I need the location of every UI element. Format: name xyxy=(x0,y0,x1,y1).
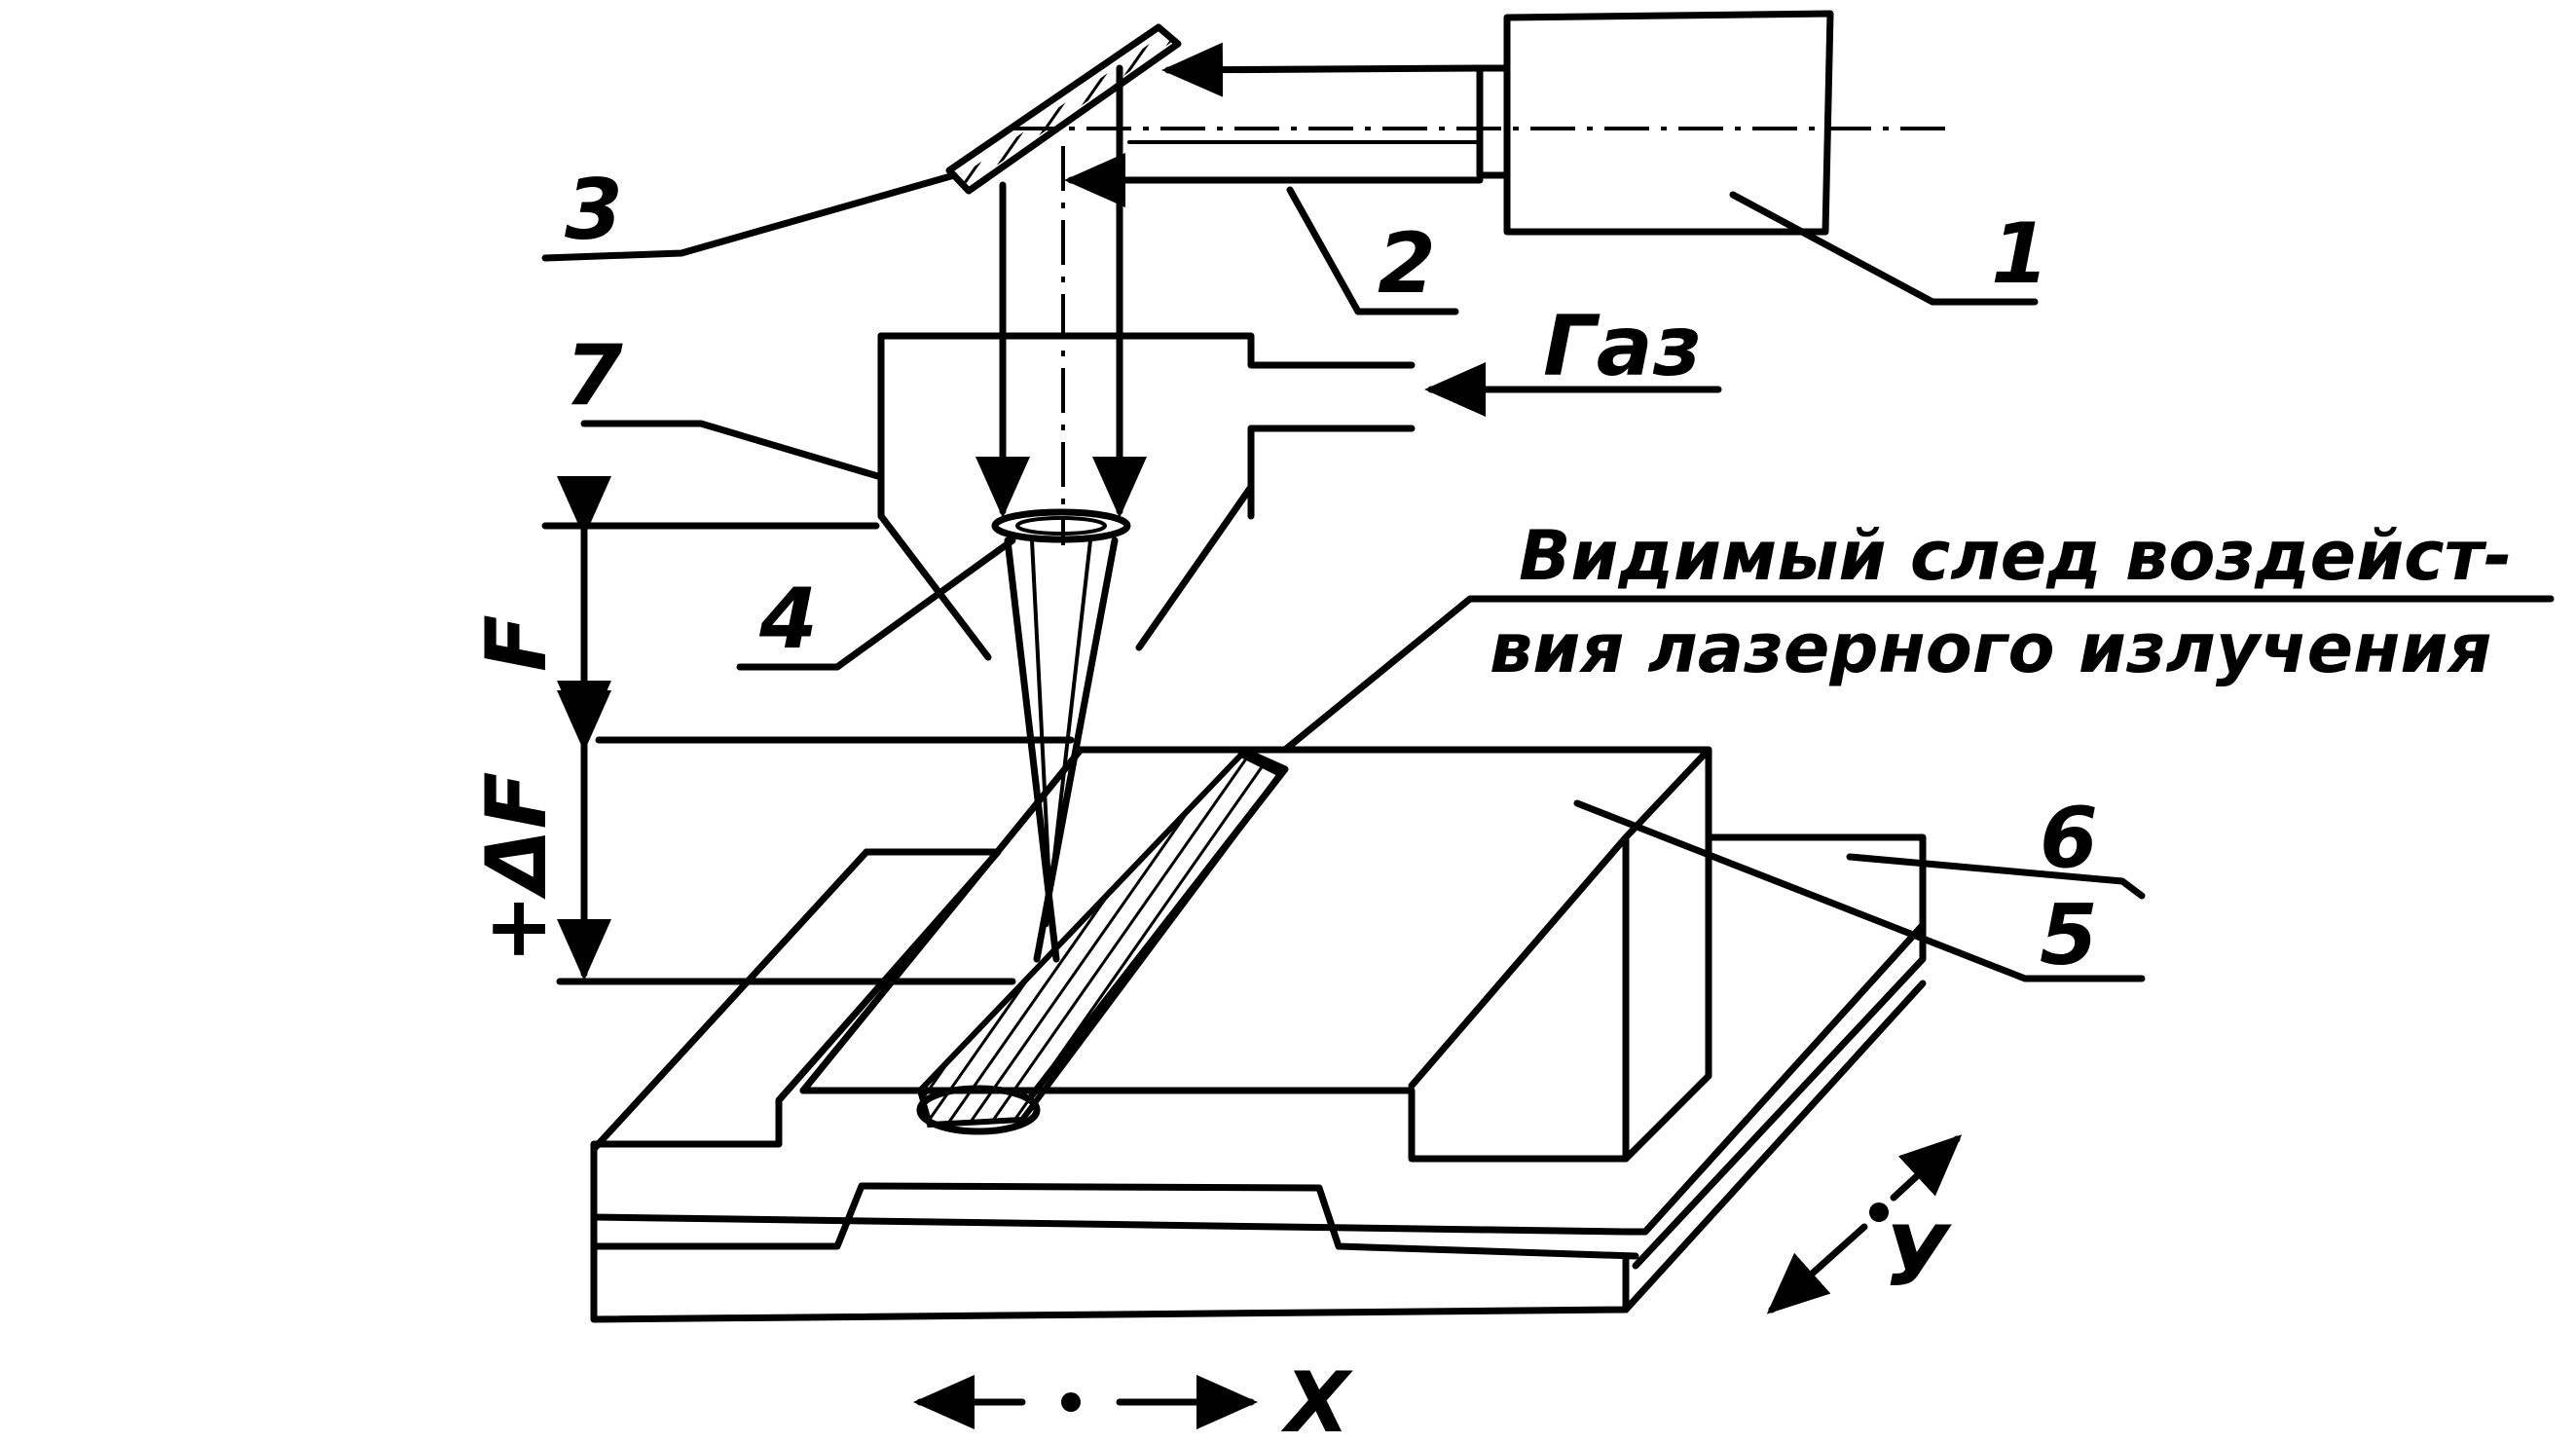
label-axis-x: X xyxy=(1280,1354,1353,1443)
label-delta-focus: +ΔF xyxy=(468,772,566,964)
axis-x xyxy=(913,1375,1258,1429)
laser-beam-vertical xyxy=(975,64,1147,545)
label-1: 1 xyxy=(1991,205,2049,303)
laser-source xyxy=(1012,10,1957,236)
laser-beam-horizontal xyxy=(1064,42,1484,207)
label-gas: Газ xyxy=(1543,298,1702,395)
label-6: 6 xyxy=(2040,790,2098,887)
nozzle-head xyxy=(877,332,1722,661)
label-axis-y: У xyxy=(1884,1208,1952,1306)
focusing-lens xyxy=(991,508,1131,963)
axis-y xyxy=(1766,1134,1963,1314)
label-trace-line1: Видимый след воздейст- xyxy=(1519,516,2512,596)
label-4: 4 xyxy=(758,571,818,668)
label-2: 2 xyxy=(1378,215,1436,313)
label-3: 3 xyxy=(565,162,623,259)
label-5: 5 xyxy=(2040,887,2098,984)
label-focus: F xyxy=(468,614,566,672)
focus-dimension xyxy=(541,476,1075,985)
leader-lines xyxy=(541,171,2555,982)
label-7: 7 xyxy=(565,327,623,425)
label-trace-line2: вия лазерного излучения xyxy=(1490,609,2491,688)
workpiece xyxy=(590,746,1927,1323)
